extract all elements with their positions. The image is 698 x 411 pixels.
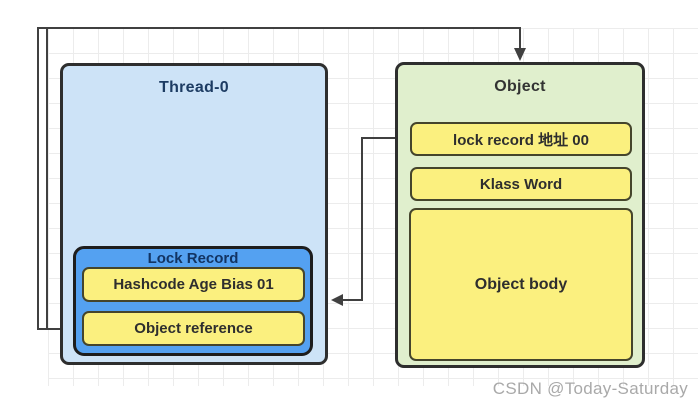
connector-markword-to-lock-record bbox=[342, 137, 410, 301]
lock-record-row-hashcode: Hashcode Age Bias 01 bbox=[82, 267, 305, 302]
thread-box-title: Thread-0 bbox=[159, 79, 229, 96]
object-body-cell: Object body bbox=[409, 208, 633, 361]
lock-record-title: Lock Record bbox=[147, 250, 239, 267]
lock-record-row-object-reference: Object reference bbox=[82, 311, 305, 346]
object-row-klass-word: Klass Word bbox=[410, 167, 632, 201]
object-row-lock-record-address: lock record 地址 00 bbox=[410, 122, 632, 156]
object-box-title: Object bbox=[494, 78, 546, 95]
connector-object-reference-to-object bbox=[37, 27, 521, 330]
arrowhead-left-into-lock-record bbox=[331, 294, 343, 306]
csdn-watermark: CSDN @Today-Saturday bbox=[492, 379, 688, 398]
arrowhead-down-into-object bbox=[514, 48, 526, 61]
